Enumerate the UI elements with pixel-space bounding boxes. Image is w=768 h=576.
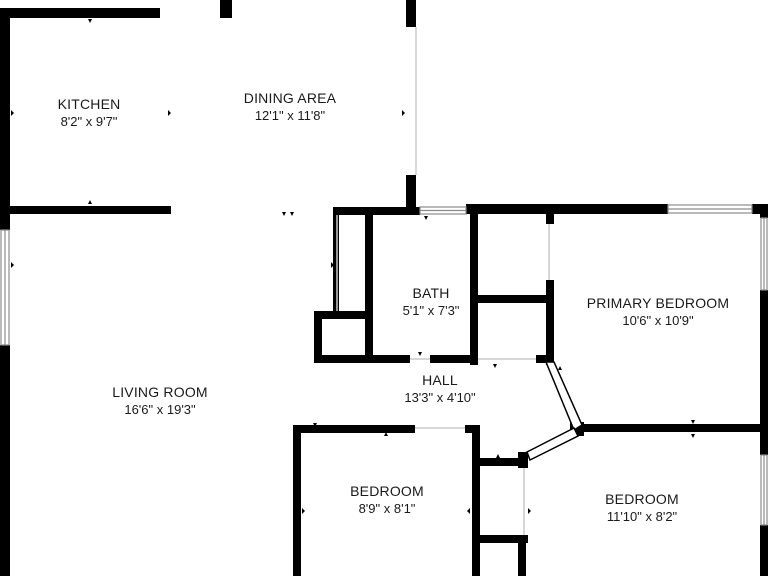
wall-left-bottom (0, 345, 10, 576)
wall-closet-mid (476, 295, 554, 303)
tick (11, 262, 14, 268)
wall-closet-right (546, 280, 554, 365)
wall-hall-top-left (365, 355, 410, 363)
wall-right-bottom (760, 525, 768, 576)
tick (313, 423, 317, 427)
tick (528, 508, 531, 514)
wall-bed1-left (293, 425, 301, 576)
tick (496, 454, 500, 458)
room-dimensions: 11'10" x 8'2" (606, 509, 678, 524)
tick (418, 352, 422, 356)
angled-wall-bedroom (526, 426, 580, 462)
tick (691, 420, 695, 424)
tick (168, 110, 171, 116)
angled-walls (526, 361, 583, 462)
room-name: BEDROOM (605, 491, 679, 507)
tick (467, 508, 470, 514)
tick-markers (11, 19, 695, 514)
tick (424, 216, 428, 220)
wall-bed1-right (472, 425, 480, 576)
tick (88, 19, 92, 23)
room-label-bedroom: BEDROOM 8'9" x 8'1" (350, 483, 424, 517)
wall-bath-top (333, 207, 420, 215)
wall-right-mid (760, 290, 768, 455)
wall-closet-right-stub (546, 212, 554, 224)
room-label-bedroom-2: BEDROOM 11'10" x 8'2" (605, 491, 679, 525)
room-name: HALL (422, 372, 458, 388)
wall-bed-top (466, 204, 668, 214)
wall-kitchen-bottom (0, 206, 171, 214)
wall-left-top (0, 8, 10, 230)
room-label-dining-area: DINING AREA 12'1" x 11'8" (244, 90, 336, 124)
wall-dining-right-bottom (406, 175, 416, 210)
wall-closet2-top (476, 458, 528, 466)
wall-closet-left (333, 207, 339, 311)
wall-top-kitchen (0, 8, 160, 18)
tick (493, 364, 497, 368)
room-name: DINING AREA (243, 90, 337, 106)
room-dimensions: 13'3" x 4'10" (404, 390, 476, 405)
room-label-bath: BATH 5'1" x 7'3" (403, 285, 460, 319)
tick (384, 432, 388, 436)
tick (558, 366, 562, 370)
tick (302, 508, 305, 514)
tick (331, 262, 334, 268)
tick (11, 110, 14, 116)
wall-hall-top-right (536, 355, 554, 363)
angled-wall-primary (544, 361, 583, 432)
tick (402, 110, 405, 116)
door-lines (336, 27, 550, 535)
wall-bath-left (365, 212, 373, 362)
room-label-hall: HALL 13'3" x 4'10" (404, 372, 475, 406)
tick (691, 434, 695, 438)
wall-hall-top-mid (430, 355, 478, 363)
wall-top-stub (220, 0, 232, 18)
wall-closet2-right (518, 535, 526, 576)
tick (282, 212, 286, 216)
room-dimensions: 12'1" x 11'8" (254, 108, 326, 123)
room-label-living-room: LIVING ROOM 16'6" x 19'3" (112, 384, 208, 418)
room-name: LIVING ROOM (112, 384, 208, 400)
room-name: BATH (412, 285, 450, 301)
room-name: PRIMARY BEDROOM (586, 295, 730, 311)
windows (0, 204, 768, 526)
room-name: BEDROOM (350, 483, 424, 499)
wall-closet2-post (518, 452, 528, 468)
room-label-primary-bedroom: PRIMARY BEDROOM 10'6" x 10'9" (587, 295, 730, 329)
room-dimensions: 8'2" x 9'7" (60, 114, 118, 129)
room-dimensions: 8'9" x 8'1" (358, 501, 416, 516)
room-dimensions: 16'6" x 19'3" (124, 402, 196, 417)
room-dimensions: 5'1" x 7'3" (402, 303, 460, 318)
room-name: KITCHEN (57, 96, 121, 112)
wall-linen-outline-top (314, 311, 367, 319)
wall-bed1-top-left (293, 425, 415, 433)
wall-bath-right (470, 212, 478, 365)
wall-closet2-bottom (476, 535, 528, 543)
wall-linen-outline-bottom (314, 355, 367, 363)
room-label-kitchen: KITCHEN 8'2" x 9'7" (58, 96, 121, 130)
wall-linen-outline-left (314, 311, 322, 363)
tick (88, 200, 92, 204)
tick (290, 212, 294, 216)
wall-dining-right-top (406, 0, 416, 27)
wall-primary-bottom (576, 424, 768, 432)
wall-right-top (760, 204, 768, 218)
tick (550, 288, 553, 294)
room-dimensions: 10'6" x 10'9" (622, 313, 694, 328)
